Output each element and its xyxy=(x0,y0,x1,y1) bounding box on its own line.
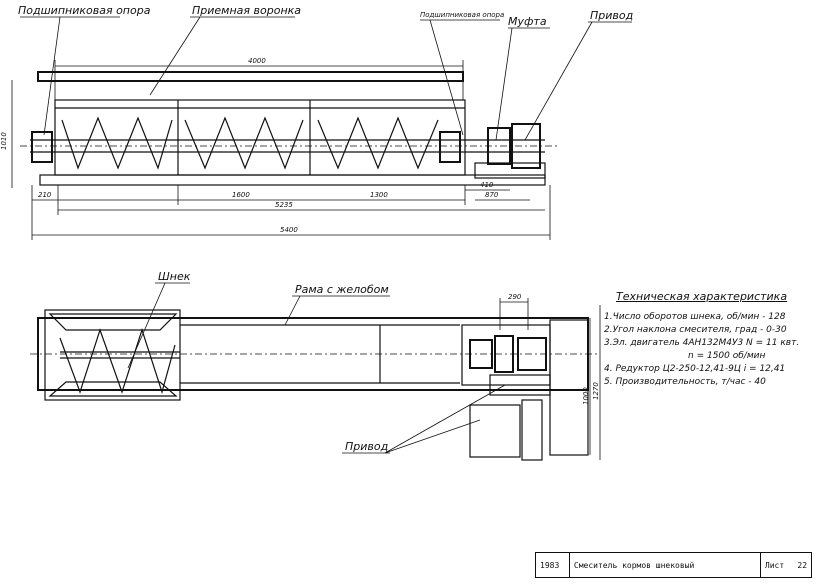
dim-870: 870 xyxy=(485,191,499,199)
dim-1000: 1000 xyxy=(582,387,590,405)
label-bearing-left: Подшипниковая опора xyxy=(18,4,151,17)
label-auger: Шнек xyxy=(158,270,191,283)
dim-1270: 1270 xyxy=(592,382,600,400)
dim-1010: 1010 xyxy=(0,132,8,150)
spec-item: 2.Угол наклона смесителя, град - 0-30 xyxy=(604,325,787,335)
dim-210: 210 xyxy=(38,191,52,199)
plan-view xyxy=(30,282,601,461)
label-bearing-right: Подшипниковая опора xyxy=(420,11,504,19)
dim-1300: 1300 xyxy=(370,191,388,199)
spec-item: 1.Число оборотов шнека, об/мин - 128 xyxy=(604,312,786,322)
label-frame: Рама с желобом xyxy=(295,283,389,296)
title-block-year: 1983 xyxy=(536,553,570,577)
spec-item: n = 1500 об/мин xyxy=(688,351,766,361)
dim-5400: 5400 xyxy=(280,226,298,234)
label-drive-plan: Привод xyxy=(345,440,388,453)
technical-specs: Техническая характеристика 1.Число оборо… xyxy=(604,290,814,389)
sheet-number: 22 xyxy=(797,560,808,570)
dim-5235: 5235 xyxy=(275,201,293,209)
title-block: 1983 Смеситель кормов шнековый Лист 22 xyxy=(535,552,812,578)
label-drive-top: Привод xyxy=(590,9,633,22)
sheet-label: Лист xyxy=(764,560,785,570)
specs-title: Техническая характеристика xyxy=(616,290,788,303)
title-block-name: Смеситель кормов шнековый xyxy=(570,553,761,577)
spec-item: 5. Производительность, т/час - 40 xyxy=(604,377,766,387)
spec-item: 4. Редуктор Ц2-250-12,41-9Ц i = 12,41 xyxy=(604,364,786,374)
dim-1600: 1600 xyxy=(232,191,250,199)
label-hopper: Приемная воронка xyxy=(192,4,301,17)
dim-4000: 4000 xyxy=(248,57,266,65)
dim-290: 290 xyxy=(508,293,522,301)
side-elevation-view xyxy=(11,16,632,240)
title-block-sheet: Лист 22 xyxy=(761,553,811,577)
spec-item: 3.Эл. двигатель 4АН132М4У3 N = 11 квт. xyxy=(604,338,800,348)
label-coupling: Муфта xyxy=(508,15,547,28)
dim-410: 410 xyxy=(480,181,494,189)
